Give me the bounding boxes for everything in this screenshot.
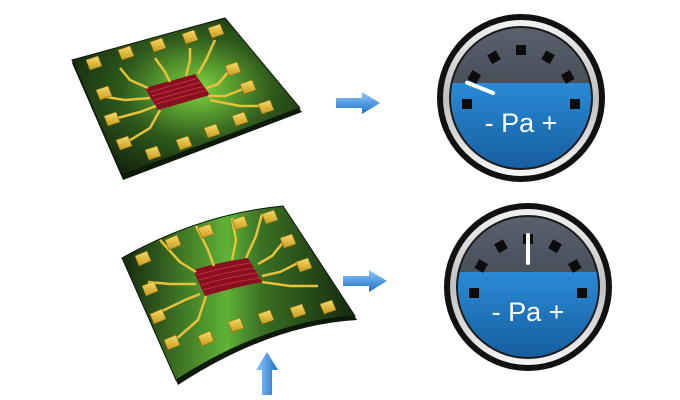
gauge-label: - Pa + <box>485 108 558 138</box>
right-arrow-icon <box>336 92 380 114</box>
bent-sensor-chip <box>121 205 357 385</box>
gauge-tick <box>474 259 489 273</box>
gauge-tick <box>567 259 582 273</box>
gauge-tick <box>462 99 472 109</box>
gauge-label: - Pa + <box>492 297 565 327</box>
gold-traces <box>147 213 318 341</box>
up-arrow-icon <box>256 352 278 395</box>
strain-sensor-element <box>145 74 210 110</box>
gauge-tick <box>467 70 482 84</box>
gold-pads <box>85 23 275 161</box>
pressure-gauge-mid: - Pa + <box>444 203 612 371</box>
pressure-gauge-low: - Pa + <box>437 14 605 182</box>
gauge-tick <box>494 239 508 254</box>
gauge-tick <box>577 288 587 298</box>
gauge-tick <box>541 50 555 65</box>
strain-sensor-element <box>193 258 262 296</box>
gauge-tick <box>548 239 562 254</box>
gauge-ticks <box>462 45 580 109</box>
gauge-tick <box>560 70 575 84</box>
gauge-tick <box>469 288 479 298</box>
flat-sensor-chip <box>71 17 302 180</box>
gauge-tick <box>570 99 580 109</box>
gold-pads <box>134 209 337 351</box>
gauge-needle <box>465 80 496 95</box>
gauge-tick <box>516 45 526 55</box>
gauge-tick <box>487 50 501 65</box>
right-arrow-icon <box>343 270 387 292</box>
